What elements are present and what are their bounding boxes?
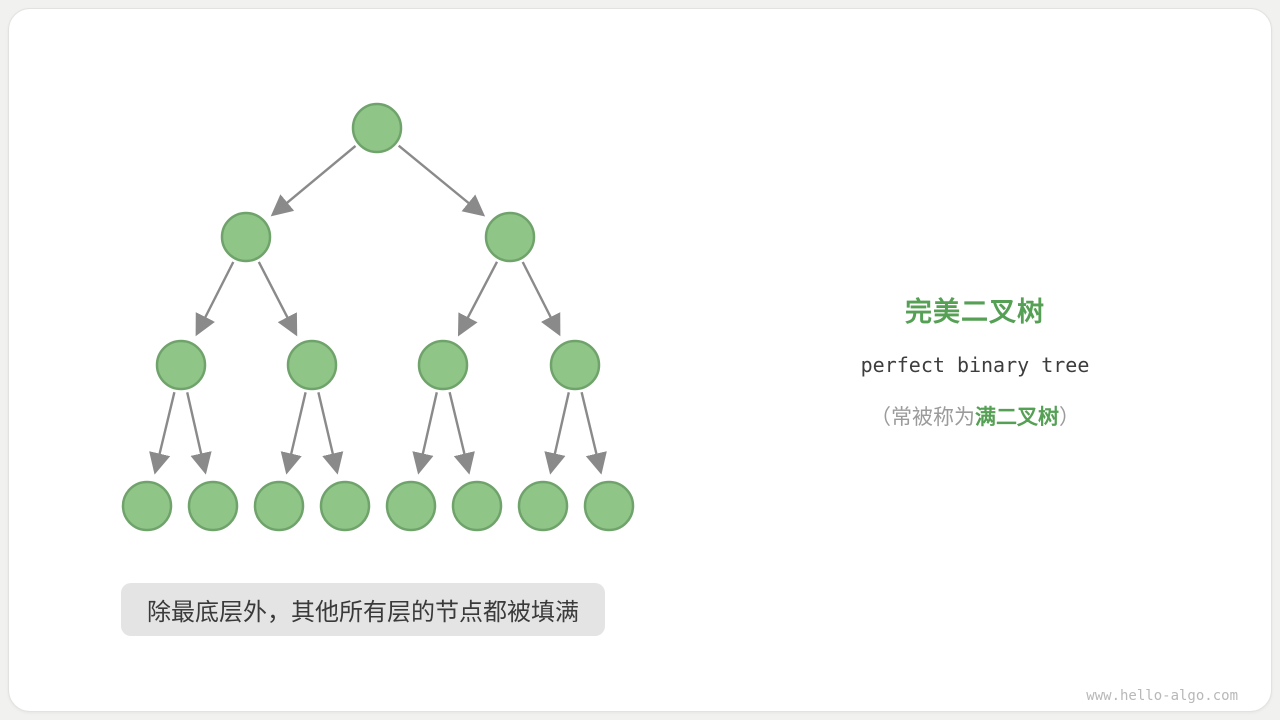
tree-node — [155, 339, 207, 391]
tree-node — [484, 211, 536, 263]
tree-edge — [544, 392, 570, 475]
diagram-note: （常被称为满二叉树） — [820, 401, 1130, 431]
tree-node — [319, 480, 371, 532]
tree-edge — [270, 144, 357, 217]
note-suffix: ） — [1059, 406, 1080, 429]
tree-edge — [195, 261, 235, 337]
info-panel: 完美二叉树 perfect binary tree （常被称为满二叉树） — [820, 290, 1130, 431]
tree-node — [351, 102, 403, 154]
tree-edge — [521, 261, 561, 337]
tree-node — [549, 339, 601, 391]
tree-edge — [186, 392, 212, 475]
diagram-subtitle: perfect binary tree — [860, 353, 1090, 377]
tree-node — [451, 480, 503, 532]
tree-edge — [397, 144, 486, 217]
tree-edge — [280, 392, 307, 475]
tree-edge — [149, 391, 176, 475]
tree-edge — [457, 261, 499, 337]
tree-node — [385, 480, 437, 532]
note-prefix: （常被称为 — [870, 406, 975, 429]
diagram-title: 完美二叉树 — [905, 297, 1045, 327]
tree-node — [121, 480, 173, 532]
tree-edge — [580, 391, 607, 475]
tree-edge — [257, 261, 298, 337]
tree-edge — [412, 392, 438, 475]
tree-node — [253, 480, 305, 532]
tree-node — [187, 480, 239, 532]
tree-node — [220, 211, 272, 263]
tree-node — [517, 480, 569, 532]
tree-node — [417, 339, 469, 391]
tree-node — [583, 480, 635, 532]
tree-node — [286, 339, 338, 391]
note-bold-term: 满二叉树 — [975, 406, 1059, 429]
caption-label: 除最底层外，其他所有层的节点都被填满 — [121, 583, 605, 636]
tree-edge — [448, 391, 475, 475]
watermark: www.hello-algo.com — [1086, 688, 1238, 704]
tree-edge — [317, 392, 344, 475]
